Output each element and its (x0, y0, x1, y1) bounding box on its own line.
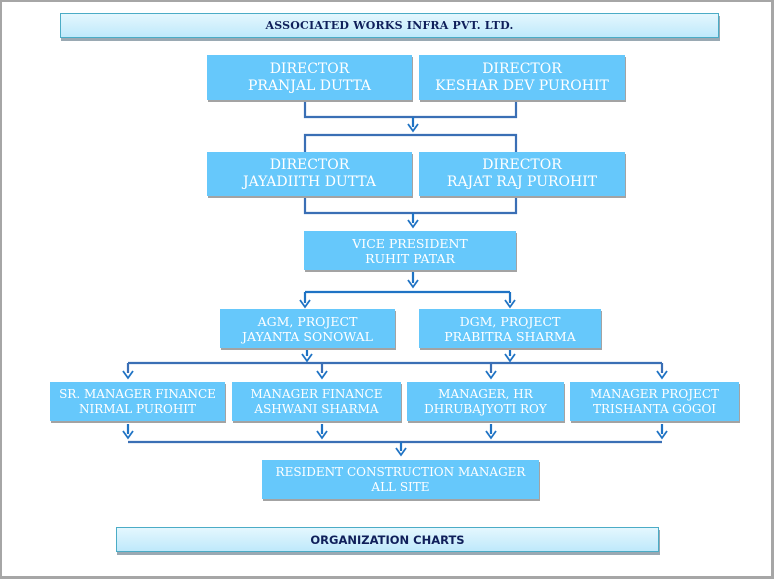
node-name: PRANJAL DUTTA (247, 77, 372, 94)
org-node-resident-construction-manager: RESIDENT CONSTRUCTION MANAGER ALL SITE (262, 460, 539, 499)
node-title: DGM, PROJECT (459, 313, 561, 329)
node-title: DIRECTOR (269, 157, 350, 174)
node-title: MANAGER FINANCE (250, 387, 383, 402)
org-node-manager-finance: MANAGER FINANCE ASHWANI SHARMA (232, 382, 401, 421)
arrow-icon (301, 353, 313, 363)
footer-title: ORGANIZATION CHARTS (310, 532, 465, 547)
arrow-icon (316, 430, 328, 440)
arrow-icon (122, 430, 134, 440)
arrow-icon (504, 353, 516, 363)
arrow-icon (485, 430, 497, 440)
org-node-agm-project: AGM, PROJECT JAYANTA SONOWAL (220, 309, 395, 348)
node-name: JAYANTA SONOWAL (242, 328, 373, 344)
organization-charts-banner: ORGANIZATION CHARTS (116, 527, 659, 552)
org-node-manager-project: MANAGER PROJECT TRISHANTA GOGOI (570, 382, 739, 421)
arrow-icon (299, 299, 311, 309)
arrow-icon (407, 279, 419, 289)
node-title: DIRECTOR (269, 60, 350, 77)
arrow-icon (656, 370, 668, 380)
company-title: ASSOCIATED WORKS INFRA PVT. LTD. (265, 19, 514, 32)
node-name: TRISHANTA GOGOI (592, 401, 717, 416)
node-name: ALL SITE (371, 479, 430, 494)
connector-directors-row2-top (303, 133, 518, 152)
org-node-sr-manager-finance: SR. MANAGER FINANCE NIRMAL PUROHIT (50, 382, 225, 421)
connector-directors-row2 (303, 196, 518, 215)
node-name: DHRUBAJYOTI ROY (424, 401, 547, 416)
company-title-banner: ASSOCIATED WORKS INFRA PVT. LTD. (60, 13, 719, 38)
arrow-icon (485, 370, 497, 380)
node-title: MANAGER PROJECT (589, 387, 720, 402)
node-name: KESHAR DEV PUROHIT (435, 77, 609, 94)
org-node-director-jayadiith-dutta: DIRECTOR JAYADIITH DUTTA (207, 152, 412, 196)
node-name: NIRMAL PUROHIT (78, 401, 197, 416)
node-title: SR. MANAGER FINANCE (59, 387, 216, 402)
node-title: RESIDENT CONSTRUCTION MANAGER (275, 465, 526, 480)
arrow-icon (407, 123, 419, 133)
connector-directors-row1 (303, 100, 518, 119)
org-node-director-pranjal-dutta: DIRECTOR PRANJAL DUTTA (207, 55, 412, 100)
node-title: VICE PRESIDENT (352, 235, 468, 251)
node-name: JAYADIITH DUTTA (242, 174, 376, 190)
arrow-icon (407, 219, 419, 229)
arrow-icon (316, 370, 328, 380)
node-name: PRABITRA SHARMA (444, 328, 576, 344)
arrow-icon (656, 430, 668, 440)
node-name: RUHIT PATAR (365, 250, 455, 266)
node-title: MANAGER, HR (438, 387, 533, 402)
node-title: AGM, PROJECT (257, 313, 358, 329)
org-node-director-rajat-raj-purohit: DIRECTOR RAJAT RAJ PUROHIT (419, 152, 625, 196)
node-name: RAJAT RAJ PUROHIT (446, 174, 598, 190)
node-name: ASHWANI SHARMA (254, 401, 379, 416)
org-node-director-keshar-dev-purohit: DIRECTOR KESHAR DEV PUROHIT (419, 55, 625, 100)
org-node-vice-president: VICE PRESIDENT RUHIT PATAR (304, 231, 516, 270)
arrow-icon (395, 447, 407, 457)
org-node-dgm-project: DGM, PROJECT PRABITRA SHARMA (419, 309, 601, 348)
node-title: DIRECTOR (482, 157, 562, 174)
org-node-manager-hr: MANAGER, HR DHRUBAJYOTI ROY (407, 382, 564, 421)
arrow-icon (504, 299, 516, 309)
node-title: DIRECTOR (482, 60, 562, 77)
arrow-icon (122, 370, 134, 380)
